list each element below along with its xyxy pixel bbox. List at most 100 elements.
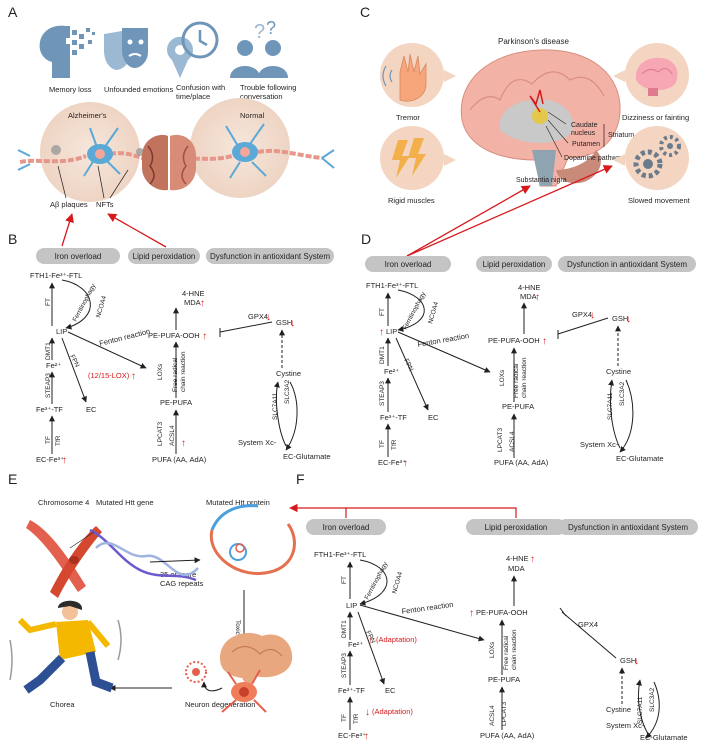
b-fenton: Fenton reaction [98, 327, 151, 348]
b-lpcat3: LPCAT3 [157, 422, 164, 446]
f-ec-fe3-up: ↑ [364, 731, 369, 742]
b-pe-pufa: PE-PUFA [160, 398, 192, 407]
d-lip: LIP [386, 327, 397, 336]
f-gpx4: GPX4 [578, 620, 598, 629]
mutated-gene-label: Mutated Htt gene [96, 498, 154, 507]
f-lpcat3: LPCAT3 [501, 702, 508, 726]
b-pufa: PUFA (AA, AdA) [152, 455, 207, 464]
b-pill-iron: Iron overload [36, 248, 120, 264]
d-acsl4: ACSL4 [509, 431, 516, 452]
b-system-xc: System Xc- [238, 438, 277, 447]
b-fth1: FTH1-Fe³⁺-FTL [30, 271, 82, 280]
tremor-symptom [380, 43, 456, 107]
f-acsl4: ACSL4 [489, 705, 496, 726]
b-pill-iron-text: Iron overload [55, 252, 102, 261]
neuron-degen-icon [185, 661, 267, 713]
d-pill-antioxidant-text: Dysfunction in antioxidant System [567, 260, 687, 269]
d-pill-iron: Iron overload [365, 256, 451, 272]
f-pe-pufa: PE-PUFA [488, 675, 520, 684]
theater-masks-icon [104, 28, 148, 70]
f-pill-lipid: Lipid peroxidation [466, 519, 566, 535]
f-loxs: LOXs [489, 641, 496, 658]
nfts-label: NFTs [96, 200, 114, 209]
d-system-xc: System Xc- [580, 440, 619, 449]
slowed-movement-symptom [613, 126, 689, 190]
d-slc3a2: SLC3A2 [619, 381, 626, 406]
b-mda: MDA [184, 298, 201, 307]
d-tf: TF [379, 440, 386, 448]
brain-e-icon [220, 632, 293, 688]
d-loxs: LOXs [499, 369, 506, 386]
d-pe-pufa: PE-PUFA [502, 402, 534, 411]
b-pill-antioxidant: Dysfunction in antioxidant System [206, 248, 334, 264]
f-ncoa4: NCOA4 [391, 571, 404, 595]
svg-text:?: ? [266, 18, 276, 38]
protein-fold-icon [209, 504, 296, 575]
b-acsl4-up: ↑ [181, 438, 186, 449]
b-pill-antioxidant-text: Dysfunction in antioxidant System [210, 252, 330, 261]
b-loxs: LOXs [157, 363, 164, 380]
f-pill-antioxidant-text: Dysfunction in antioxidant System [568, 523, 688, 532]
b-ec-fe3: EC-Fe³⁺ [36, 455, 64, 464]
neuron-degeneration-label: Neuron degeneration [185, 700, 255, 709]
d-free-radical-2: chain reaction [521, 357, 528, 398]
b-ooh-up: ↑ [202, 331, 207, 342]
d-free-radical-1: Free radical [513, 363, 520, 398]
dizziness-label: Dizziness or fainting [622, 113, 689, 122]
d-lip-up: ↑ [379, 327, 384, 338]
f-tf: TF [341, 714, 348, 722]
b-ec-glutamate: EC-Glutamate [283, 452, 331, 461]
chorea-figure [9, 600, 122, 694]
f-mda: MDA [508, 564, 525, 573]
dopamine-pathway-label: Dopamine pathway [564, 155, 624, 162]
d-ncoa4: NCOA4 [427, 301, 440, 325]
symptom-confusion-line2: time/place [176, 92, 210, 101]
putamen-label: Putamen [572, 141, 600, 148]
d-mda: MDA [520, 292, 537, 301]
f-slc3a2: SLC3A2 [649, 687, 656, 712]
b-pe-pufa-ooh: PE-PUFA-OOH [148, 331, 200, 340]
b-ec: EC [86, 405, 97, 414]
f-cystine: Cystine [606, 705, 631, 714]
symptom-confusion-line1: Confusion with [176, 83, 225, 92]
f-hne: 4-HNE [506, 554, 529, 563]
b-ferritinophagy: Ferritinophagy [72, 282, 98, 323]
mutated-protein-label: Mutated Htt protein [206, 498, 270, 507]
d-fenton: Fenton reaction [417, 331, 470, 349]
dna-helix-icon [69, 528, 199, 582]
f-fth1: FTH1-Fe³⁺-FTL [314, 550, 366, 559]
d-gsh: GSH [612, 314, 628, 323]
f-dmt1: DMT1 [341, 620, 348, 638]
pd-title: Parkinson's disease [498, 37, 569, 46]
b-free-radical-2: chain reaction [180, 351, 187, 392]
svg-text:?: ? [254, 21, 265, 43]
d-ft: FT [379, 308, 386, 316]
b-lox-1215: (12/15-LOX) [88, 371, 130, 380]
rigid-muscles-symptom [380, 126, 456, 190]
ab-plaques-label: Aβ plaques [50, 200, 88, 209]
d-gsh-down: ↓ [626, 314, 631, 325]
f-pill-iron-text: Iron overload [323, 523, 370, 532]
d-pe-pufa-ooh: PE-PUFA-OOH [488, 336, 540, 345]
d-fe3tf: Fe³⁺-TF [380, 413, 407, 422]
b-fe2: Fe²⁺ [46, 361, 61, 370]
b-fpn: FPN [68, 354, 80, 369]
b-lip: LIP [56, 327, 67, 336]
f-steap3: STEAP3 [341, 653, 348, 678]
f-pill-lipid-text: Lipid peroxidation [485, 523, 548, 532]
caudate-label-1: Caudate [571, 122, 598, 129]
d-ec-glutamate: EC-Glutamate [616, 454, 664, 463]
d-ooh-up: ↑ [542, 336, 547, 347]
cag-repeats-2: CAG repeats [160, 579, 204, 588]
f-fenton: Fenton reaction [401, 600, 454, 616]
f-tfr-adaptation: (Adaptation) [372, 707, 413, 716]
panel-label-c: C [360, 4, 370, 20]
d-steap3: STEAP3 [379, 381, 386, 406]
caudate-label-2: nucleus [571, 130, 596, 137]
d-cystine: Cystine [606, 367, 631, 376]
d-gpx4: GPX4 [572, 310, 592, 319]
f-gsh: GSH [620, 656, 636, 665]
d-pill-lipid: Lipid peroxidation [476, 256, 552, 272]
d-pufa: PUFA (AA, AdA) [494, 458, 549, 467]
